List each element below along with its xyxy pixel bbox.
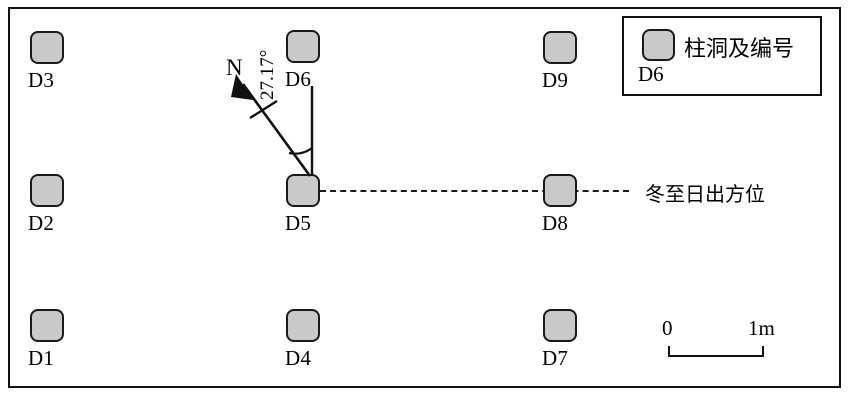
posthole-D8 [543,174,577,207]
posthole-D2 [30,174,64,207]
posthole-D1 [30,309,64,342]
posthole-D3 [30,31,64,64]
scale-label-zero: 0 [662,316,673,340]
posthole-label-D8: D8 [542,211,569,235]
posthole-label-D6: D6 [285,67,312,91]
posthole-label-D9: D9 [542,68,569,92]
solstice-sunrise-line [320,190,629,192]
posthole-label-D1: D1 [28,346,55,370]
posthole-D4 [286,309,320,342]
legend-posthole-swatch [642,29,675,61]
posthole-label-D5: D5 [285,211,312,235]
scale-bar [668,346,764,357]
posthole-D7 [543,309,577,342]
north-angle-label: 27.17° [257,49,278,100]
posthole-label-D3: D3 [28,68,55,92]
posthole-D5 [286,174,320,207]
posthole-label-D2: D2 [28,211,55,235]
solstice-sunrise-label: 冬至日出方位 [645,182,765,206]
posthole-label-D7: D7 [542,346,569,370]
north-label: N [226,55,243,80]
scale-label-one: 1m [748,316,775,340]
legend-code-label: D6 [638,62,664,86]
posthole-D9 [543,31,577,64]
legend-box: 柱洞及编号 D6 [622,16,822,96]
posthole-label-D4: D4 [285,346,312,370]
scale-bar-group: 0 1m [660,318,780,364]
legend-label: 柱洞及编号 [684,37,795,62]
posthole-D6 [286,30,320,63]
